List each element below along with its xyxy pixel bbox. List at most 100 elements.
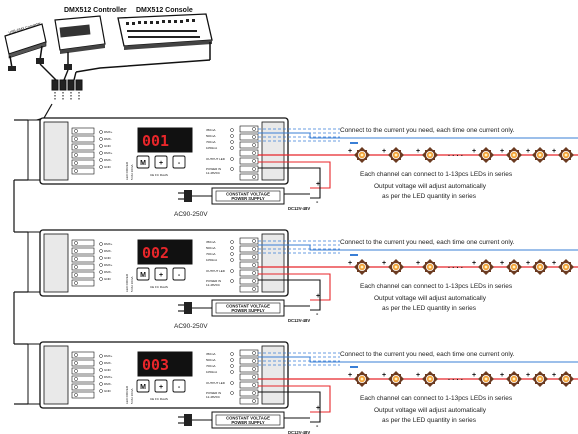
series-note: Each channel can connect to 1-13pcs LEDs…	[360, 395, 513, 402]
address-display: 002	[142, 244, 169, 262]
dmx-terminal-block	[71, 239, 95, 287]
cert-marks: CE FC RoHS	[150, 285, 168, 289]
led-ellipsis: · · · ·	[448, 265, 463, 272]
led-polarity-plus: +	[526, 148, 530, 155]
output-note-2: as per the LED quantity in series	[382, 305, 477, 312]
led-polarity-plus: +	[552, 260, 556, 267]
led-polarity-plus: +	[382, 260, 386, 267]
led-polarity-plus: +	[416, 260, 420, 267]
led-polarity-plus: +	[552, 372, 556, 379]
dc-plus: +	[316, 181, 320, 188]
led-polarity-plus: +	[348, 372, 352, 379]
psu-line1: CONSTANT VOLTAGE	[226, 416, 270, 421]
led-icon	[506, 147, 522, 163]
led-icon	[532, 371, 548, 387]
plus-button[interactable]: +	[154, 155, 168, 169]
current-row-label: 350mA	[206, 128, 216, 132]
dmx-port-label: DMX+	[104, 242, 113, 246]
mode-button[interactable]: M	[136, 379, 150, 393]
dmx-port-label: GND	[104, 368, 112, 372]
dmx-connector-bundle	[29, 63, 83, 123]
minus-button[interactable]: -	[172, 155, 186, 169]
connect-note: Connect to the current you need, each ti…	[340, 239, 515, 246]
mode-button[interactable]: M	[136, 267, 150, 281]
output-note-2: as per the LED quantity in series	[382, 193, 477, 200]
dmx-port-label: DMX-	[104, 361, 112, 365]
current-row-label: 1050mA	[206, 258, 217, 262]
ac-voltage-label: AC90-250V	[174, 323, 208, 330]
mode-button[interactable]: M	[136, 155, 150, 169]
output-note-2: as per the LED quantity in series	[382, 417, 477, 424]
led-ellipsis: · · · ·	[448, 153, 463, 160]
current-row-label: 350mA	[206, 240, 216, 244]
current-row-label: 500mA	[206, 134, 216, 138]
output-terminal-block	[239, 349, 259, 405]
current-row-label: 700mA	[206, 252, 216, 256]
xlr-plug-icon	[36, 58, 44, 64]
cert-marks: CE FC RoHS	[150, 173, 168, 177]
current-row-label: 1050mA	[206, 370, 217, 374]
dmx512-controller: DMX512 Controller	[54, 7, 127, 70]
series-note: Each channel can connect to 1-13pcs LEDs…	[360, 171, 513, 178]
led-icon	[422, 259, 438, 275]
output-terminal-block	[239, 237, 259, 293]
current-row-label: 1050mA	[206, 146, 217, 150]
psu-line2: POWER SUPPLY	[231, 308, 265, 313]
plus-button[interactable]: +	[154, 379, 168, 393]
led-icon	[354, 259, 370, 275]
minus-button[interactable]: -	[172, 379, 186, 393]
dmx-port-label: DMX-	[104, 137, 112, 141]
plus-button[interactable]: +	[154, 267, 168, 281]
power-in-range: 12-48VDC	[206, 283, 221, 287]
led-polarity-plus: +	[382, 372, 386, 379]
dmx-terminal-block	[71, 127, 95, 175]
button-label: +	[159, 272, 163, 279]
dc-voltage-label: DC12V-48V	[288, 430, 310, 434]
led-icon	[532, 147, 548, 163]
led-polarity-plus: +	[472, 372, 476, 379]
psu-line1: CONSTANT VOLTAGE	[226, 304, 270, 309]
dmx-port-label: GND	[104, 165, 112, 169]
dc-minus: -	[316, 311, 319, 318]
ac-voltage-label: AC90-250V	[174, 211, 208, 218]
led-polarity-plus: +	[500, 372, 504, 379]
minus-button[interactable]: -	[172, 267, 186, 281]
led-icon	[532, 259, 548, 275]
button-label: -	[178, 384, 181, 391]
led-icon	[354, 147, 370, 163]
led-icon	[388, 259, 404, 275]
psu-line2: POWER SUPPLY	[231, 196, 265, 201]
led-polarity-plus: +	[500, 260, 504, 267]
model-line1: LED DRIVER	[125, 273, 129, 292]
button-label: M	[140, 384, 146, 391]
current-row-label: 700mA	[206, 140, 216, 144]
led-polarity-plus: +	[472, 148, 476, 155]
led-icon	[558, 371, 574, 387]
ac-plug-icon	[178, 302, 212, 314]
current-row-label: 350mA	[206, 352, 216, 356]
dmx-port-label: DMX+	[104, 130, 113, 134]
output-led-label: OUTPUT LED	[206, 381, 226, 385]
console-label: DMX512 Console	[136, 7, 193, 14]
output-led-label: OUTPUT LED	[206, 269, 226, 273]
dmx512-console: DMX512 Console	[75, 7, 213, 73]
dmx-port-label: GND	[104, 277, 112, 281]
dmx-terminal-block	[71, 351, 95, 399]
power-in-label: POWER IN	[206, 391, 221, 395]
led-polarity-plus: +	[348, 260, 352, 267]
model-line2: 5 RH 10mA	[130, 164, 134, 180]
led-polarity-plus: +	[526, 260, 530, 267]
model-line1: LED DRIVER	[125, 385, 129, 404]
led-polarity-plus: +	[416, 148, 420, 155]
usb-plug-icon	[8, 66, 16, 71]
model-line2: 5 RH 10mA	[130, 276, 134, 292]
